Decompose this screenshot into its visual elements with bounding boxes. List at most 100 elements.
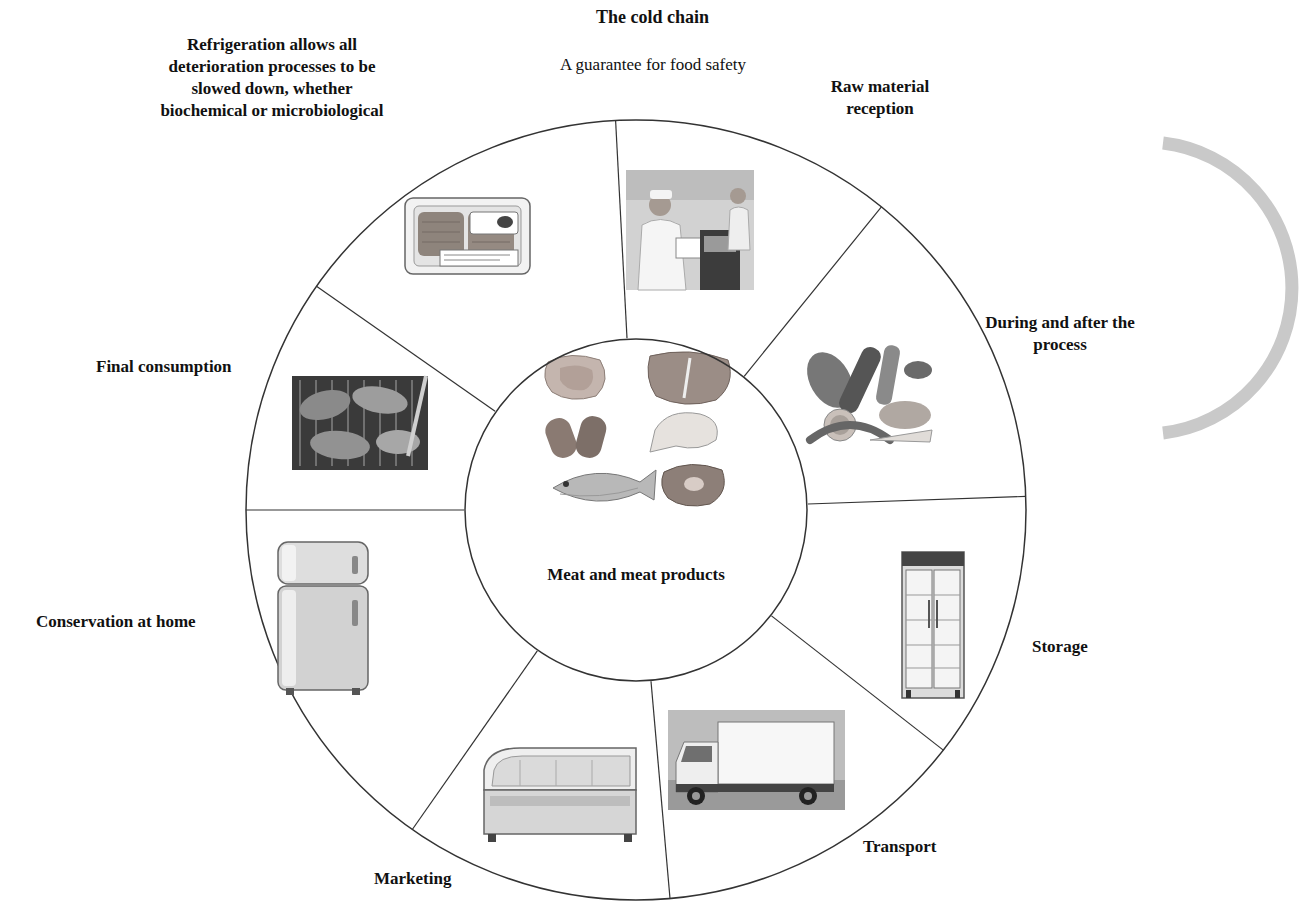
meat-tray-part — [497, 216, 513, 228]
refrigerated-truck-part — [799, 787, 817, 805]
refrigerated-truck-part — [718, 722, 834, 784]
center-meats-part — [563, 481, 569, 487]
refrigerated-truck-part — [668, 710, 845, 810]
meat-products-part — [836, 344, 884, 416]
note-text: Refrigeration allows all deterioration p… — [147, 34, 397, 122]
outer-wheel-part — [246, 509, 464, 510]
storage-fridge — [902, 552, 964, 698]
refrigerated-truck-part — [668, 780, 845, 810]
display-case-part — [488, 834, 496, 842]
reception-photo — [626, 170, 754, 290]
meat-tray-part — [470, 212, 518, 234]
center-meats-part — [542, 415, 580, 461]
home-fridge-part — [352, 600, 358, 626]
meat-tray-part — [418, 212, 464, 256]
display-case-part — [490, 796, 630, 806]
display-case — [484, 748, 636, 842]
outer-wheel-part — [651, 681, 670, 898]
meat-tray-part — [405, 198, 530, 274]
meat-products-part — [879, 401, 931, 429]
reception-photo-part — [650, 190, 672, 199]
home-fridge — [278, 542, 368, 695]
diagram-title: The cold chain — [596, 6, 709, 28]
meat-products-part — [810, 425, 890, 440]
storage-fridge-part — [902, 552, 964, 566]
center-meats-part — [560, 488, 638, 496]
center-meats-part — [553, 470, 656, 501]
outer-wheel-part — [246, 120, 1026, 900]
meat-products-part — [870, 430, 932, 442]
meat-products — [798, 344, 932, 442]
stage-label: Final consumption — [96, 356, 232, 378]
grill-photo-part — [408, 376, 426, 456]
node-text: Meat and meat products — [464, 564, 808, 586]
reception-photo-part — [676, 238, 702, 258]
outer-wheel-part — [808, 496, 1026, 504]
stage-label: Storage — [1032, 636, 1088, 658]
storage-fridge-part — [928, 600, 930, 628]
storage-fridge-part — [906, 570, 932, 688]
storage-fridge-part — [906, 595, 960, 668]
subtitle: A guarantee for food safety — [560, 54, 746, 76]
grill-photo-part — [309, 428, 371, 461]
refrigerated-truck — [668, 710, 845, 810]
grill-photo-part — [350, 382, 410, 417]
outer-wheel-part — [744, 207, 881, 376]
stage-label: During and after the process — [985, 312, 1135, 356]
storage-fridge-part — [906, 690, 911, 698]
reception-photo-part — [730, 188, 746, 204]
display-case-part — [520, 760, 592, 786]
home-fridge-part — [282, 545, 296, 581]
center-meats-part — [662, 464, 725, 506]
display-case-part — [624, 834, 632, 842]
display-case-part — [484, 790, 636, 834]
stage-label: Marketing — [374, 868, 451, 890]
meat-tray-part — [414, 206, 521, 266]
center-meats-part — [560, 365, 593, 390]
stage-label: Raw material reception — [815, 76, 945, 120]
meat-tray-part — [440, 250, 518, 266]
storage-fridge-part — [934, 570, 960, 688]
home-fridge-part — [352, 556, 358, 574]
refrigerated-truck-part — [681, 746, 712, 762]
home-fridge-part — [278, 586, 368, 690]
reception-photo-part — [728, 207, 750, 250]
home-fridge-part — [278, 542, 368, 584]
home-fridge-part — [352, 688, 360, 695]
center-meats-part — [650, 413, 717, 452]
grill-photo-part — [292, 376, 428, 470]
storage-fridge-part — [955, 690, 960, 698]
refrigerated-truck-part — [804, 792, 812, 800]
circle-border — [465, 339, 807, 681]
center-meats-part — [684, 358, 690, 398]
outer-wheel-part — [616, 121, 627, 339]
center-meats-part — [684, 477, 704, 491]
reception-photo-part — [626, 170, 754, 290]
side-arc-part — [1163, 143, 1292, 433]
outer-wheel — [246, 120, 1026, 900]
home-fridge-part — [282, 590, 296, 686]
center-meats-part — [573, 413, 609, 460]
center-meats — [542, 352, 730, 506]
grill-photo — [292, 376, 428, 470]
meat-products-part — [904, 361, 932, 379]
center-meats-part — [545, 355, 605, 399]
storage-fridge-part — [902, 552, 964, 698]
stage-label: Conservation at home — [36, 611, 196, 633]
meat-products-part — [875, 344, 901, 406]
home-fridge-part — [286, 688, 294, 695]
refrigerated-truck-part — [692, 792, 700, 800]
circle-outline — [464, 338, 808, 682]
storage-fridge-part — [936, 600, 938, 628]
side-arc — [1163, 143, 1292, 433]
refrigerated-truck-part — [687, 787, 705, 805]
stage-label: Transport — [863, 836, 936, 858]
center-circle: Meat and meat products — [464, 338, 808, 682]
display-case-part — [484, 748, 636, 790]
display-case-part — [492, 756, 630, 786]
meat-tray-part — [444, 255, 510, 260]
grill-photo-part — [296, 385, 353, 426]
meat-tray — [405, 198, 530, 274]
